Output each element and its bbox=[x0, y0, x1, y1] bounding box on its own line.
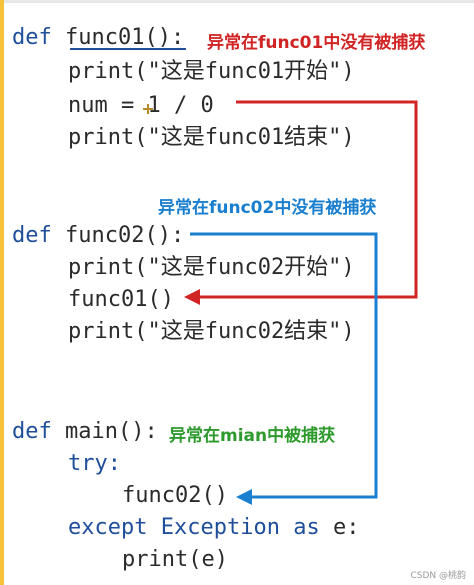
code-line-def-func01: def func01(): bbox=[12, 24, 184, 52]
top-border bbox=[4, 0, 474, 3]
func01-underline bbox=[70, 48, 186, 50]
code-line-print-func02-end: print("这是func02结束") bbox=[68, 319, 355, 344]
code-line-def-main: def main(): bbox=[12, 418, 158, 446]
code-line-print-e: print(e) bbox=[122, 547, 228, 572]
keyword-except: except bbox=[68, 515, 148, 540]
func02-signature: func02(): bbox=[65, 223, 185, 248]
code-line-def-func02: def func02(): bbox=[12, 222, 184, 250]
annotation-main-caught: 异常在mian中被捕获 bbox=[169, 426, 336, 446]
code-line-call-func01: func01() bbox=[68, 287, 174, 312]
keyword-as: as bbox=[293, 515, 320, 540]
code-line-except: except Exception as e: bbox=[68, 514, 359, 542]
code-line-print-func02-start: print("这是func02开始") bbox=[68, 255, 355, 280]
func01-signature: func01(): bbox=[65, 25, 185, 50]
keyword-def: def bbox=[12, 25, 52, 50]
keyword-try: try: bbox=[68, 451, 121, 476]
keyword-def: def bbox=[12, 223, 52, 248]
code-line-call-func02: func02() bbox=[122, 483, 228, 508]
red-arrow-head bbox=[184, 289, 200, 305]
blue-arrow-head bbox=[236, 489, 252, 505]
annotation-func02-not-caught: 异常在func02中没有被捕获 bbox=[158, 198, 377, 218]
code-line-divide-by-zero: num = 1 / 0 bbox=[68, 93, 214, 118]
annotation-func01-not-caught: 异常在func01中没有被捕获 bbox=[207, 33, 426, 53]
main-signature: main(): bbox=[65, 419, 158, 444]
watermark: CSDN @桃韵 bbox=[410, 571, 466, 581]
keyword-def: def bbox=[12, 419, 52, 444]
mouse-cursor-icon bbox=[143, 104, 153, 114]
class-exception: Exception bbox=[160, 515, 280, 540]
code-line-print-func01-end: print("这是func01结束") bbox=[68, 125, 355, 150]
exception-variable: e: bbox=[332, 515, 360, 540]
code-line-try: try: bbox=[68, 450, 121, 478]
code-line-print-func01-start: print("这是func01开始") bbox=[68, 59, 355, 84]
